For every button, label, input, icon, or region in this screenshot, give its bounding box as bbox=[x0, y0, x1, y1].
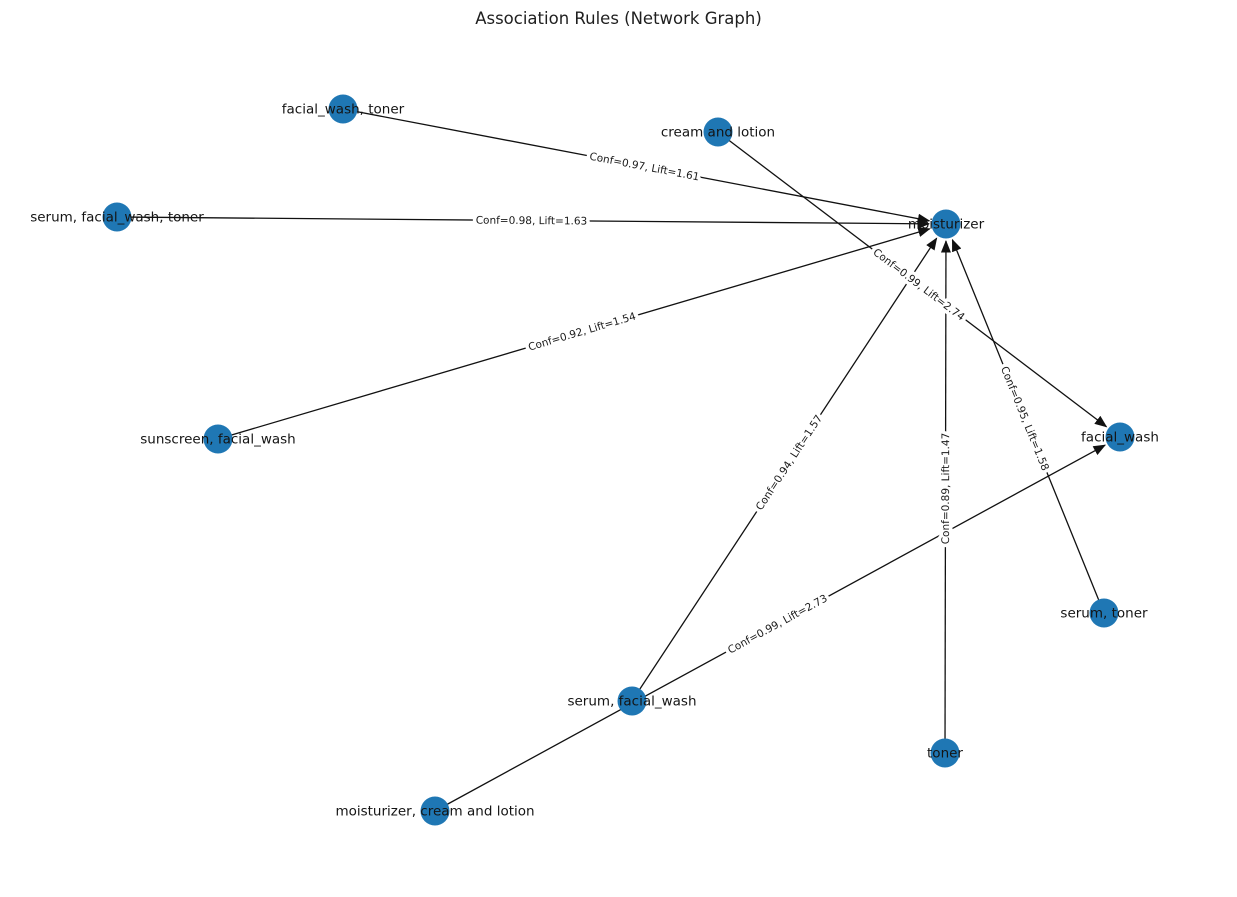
edge-serum-facial-wash-to-moisturizer bbox=[631, 237, 938, 702]
node-label-serum-facial-wash: serum, facial_wash bbox=[567, 694, 696, 710]
edge-toner-to-moisturizer bbox=[940, 239, 951, 754]
edge-cream-and-lotion-to-facial-wash bbox=[717, 131, 1108, 428]
edges-layer bbox=[116, 108, 1108, 812]
node-label-serum-toner: serum, toner bbox=[1060, 606, 1148, 622]
edge-label-moisturizer-cream-and-lotion-to-facial-wash: Conf=0.99, Lift=2.73 bbox=[726, 593, 830, 657]
node-label-cream-and-lotion: cream and lotion bbox=[661, 125, 775, 141]
edge-label-serum-toner-to-moisturizer: Conf=0.95, Lift=1.58 bbox=[998, 365, 1051, 473]
node-moisturizer bbox=[931, 209, 961, 239]
node-cream-and-lotion bbox=[703, 117, 733, 147]
edge-label-cream-and-lotion-to-facial-wash: Conf=0.99, Lift=2.74 bbox=[871, 246, 967, 323]
node-label-toner: toner bbox=[927, 746, 963, 762]
node-label-serum-facial-wash-toner: serum, facial_wash, toner bbox=[30, 210, 204, 226]
edge-label-sunscreen-facial-wash-to-moisturizer: Conf=0.92, Lift=1.54 bbox=[527, 310, 638, 353]
node-label-moisturizer-cream-and-lotion: moisturizer, cream and lotion bbox=[335, 804, 534, 820]
edge-facial-wash-toner-to-moisturizer bbox=[342, 108, 931, 224]
edge-serum-toner-to-moisturizer bbox=[951, 238, 1105, 614]
chart-title: Association Rules (Network Graph) bbox=[475, 9, 762, 28]
node-facial-wash-toner bbox=[328, 94, 358, 124]
nodes-layer bbox=[102, 94, 1135, 826]
edge-label-facial-wash-toner-to-moisturizer: Conf=0.97, Lift=1.61 bbox=[588, 151, 700, 184]
node-label-facial-wash-toner: facial_wash, toner bbox=[282, 102, 405, 118]
node-serum-toner bbox=[1089, 598, 1119, 628]
node-label-facial-wash: facial_wash bbox=[1081, 430, 1159, 446]
node-toner bbox=[930, 738, 960, 768]
edge-label-serum-facial-wash-to-moisturizer: Conf=0.94, Lift=1.57 bbox=[754, 413, 825, 513]
node-sunscreen-facial-wash bbox=[203, 424, 233, 454]
node-label-sunscreen-facial-wash: sunscreen, facial_wash bbox=[140, 432, 295, 448]
node-serum-facial-wash-toner bbox=[102, 202, 132, 232]
edge-label-serum-facial-wash-toner-to-moisturizer: Conf=0.98, Lift=1.63 bbox=[476, 215, 588, 228]
edge-sunscreen-facial-wash-to-moisturizer bbox=[217, 227, 931, 440]
node-serum-facial-wash bbox=[617, 686, 647, 716]
node-labels-layer: facial_wash, toner cream and lotion serum,… bbox=[30, 102, 1159, 820]
node-label-moisturizer: moisturizer bbox=[908, 217, 985, 233]
node-moisturizer-cream-and-lotion bbox=[420, 796, 450, 826]
edge-moisturizer-cream-and-lotion-to-facial-wash bbox=[434, 444, 1106, 812]
node-facial-wash bbox=[1105, 422, 1135, 452]
edge-serum-facial-wash-toner-to-moisturizer bbox=[116, 216, 931, 229]
edge-label-toner-to-moisturizer: Conf=0.89, Lift=1.47 bbox=[940, 433, 952, 545]
